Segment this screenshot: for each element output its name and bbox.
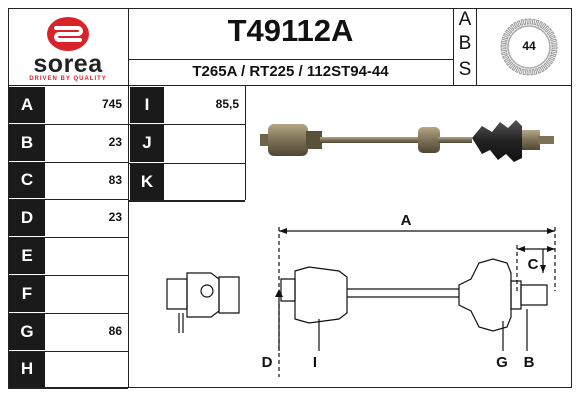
- dim-label-c: C: [528, 256, 539, 273]
- row-divider: [129, 124, 245, 126]
- spec-mid-letter: K: [130, 163, 164, 200]
- row-divider: [8, 199, 128, 201]
- abs-letter: S: [458, 59, 472, 80]
- brand-name: sorea: [33, 50, 103, 78]
- row-divider: [8, 312, 128, 314]
- spec-left-letter: A: [9, 87, 45, 123]
- spec-left-letter: D: [9, 200, 45, 237]
- divider: [128, 200, 245, 201]
- spec-left-letter: G: [9, 313, 45, 350]
- spec-mid-letter: I: [130, 87, 164, 124]
- dimension-drawing-icon: A C D I G B: [166, 212, 556, 377]
- brand-logo: sorea DRIVEN BY QUALITY: [8, 8, 128, 85]
- divider: [453, 8, 454, 85]
- part-number-title: T49112A: [227, 13, 354, 48]
- spec-sheet-frame: [8, 8, 572, 388]
- spec-mid-value: 85,5: [215, 97, 239, 112]
- divider: [128, 59, 453, 60]
- row-divider: [8, 161, 128, 163]
- divider: [128, 85, 129, 388]
- abs-label-column: A B S: [454, 9, 476, 85]
- divider: [476, 8, 477, 85]
- abs-letter: A: [458, 9, 472, 30]
- row-divider: [8, 388, 128, 390]
- spec-left-letter: F: [9, 276, 45, 312]
- abs-ring: 44: [477, 9, 572, 85]
- spec-mid-letter: J: [130, 125, 164, 162]
- row-divider: [8, 275, 128, 276]
- abs-teeth-count: 44: [522, 39, 536, 53]
- row-divider: [8, 237, 128, 239]
- spec-left-value: 86: [108, 323, 122, 338]
- row-divider: [129, 162, 245, 164]
- dim-label-g: G: [496, 354, 508, 371]
- row-divider: [129, 200, 245, 202]
- dim-label-d: D: [262, 354, 273, 371]
- spec-left-value: 23: [108, 210, 122, 225]
- spec-left-letter: H: [9, 351, 45, 388]
- spec-left-letter: B: [9, 124, 45, 161]
- spec-left-value: 745: [101, 96, 122, 111]
- spec-left-letter: E: [9, 238, 45, 274]
- divider: [245, 85, 246, 200]
- row-divider: [8, 350, 128, 352]
- divider: [8, 85, 572, 86]
- technical-drawing: A C D I G B: [129, 201, 571, 387]
- spec-left-letter: C: [9, 162, 45, 199]
- product-photo: [246, 86, 571, 200]
- abs-letter: B: [458, 33, 472, 54]
- dim-label-a: A: [401, 212, 412, 229]
- abs-gear-icon: [500, 18, 558, 76]
- divider: [128, 8, 129, 85]
- row-divider: [8, 123, 128, 125]
- spec-left-value: 23: [108, 134, 122, 149]
- dim-label-i: I: [313, 354, 317, 371]
- dim-label-b: B: [524, 354, 535, 371]
- reference-numbers: T265A / RT225 / 112ST94-44: [192, 63, 389, 80]
- drive-shaft-photo-icon: [260, 120, 554, 162]
- spec-left-value: 83: [108, 172, 122, 187]
- sorea-logo-icon: [47, 17, 89, 51]
- brand-tagline: DRIVEN BY QUALITY: [29, 76, 107, 82]
